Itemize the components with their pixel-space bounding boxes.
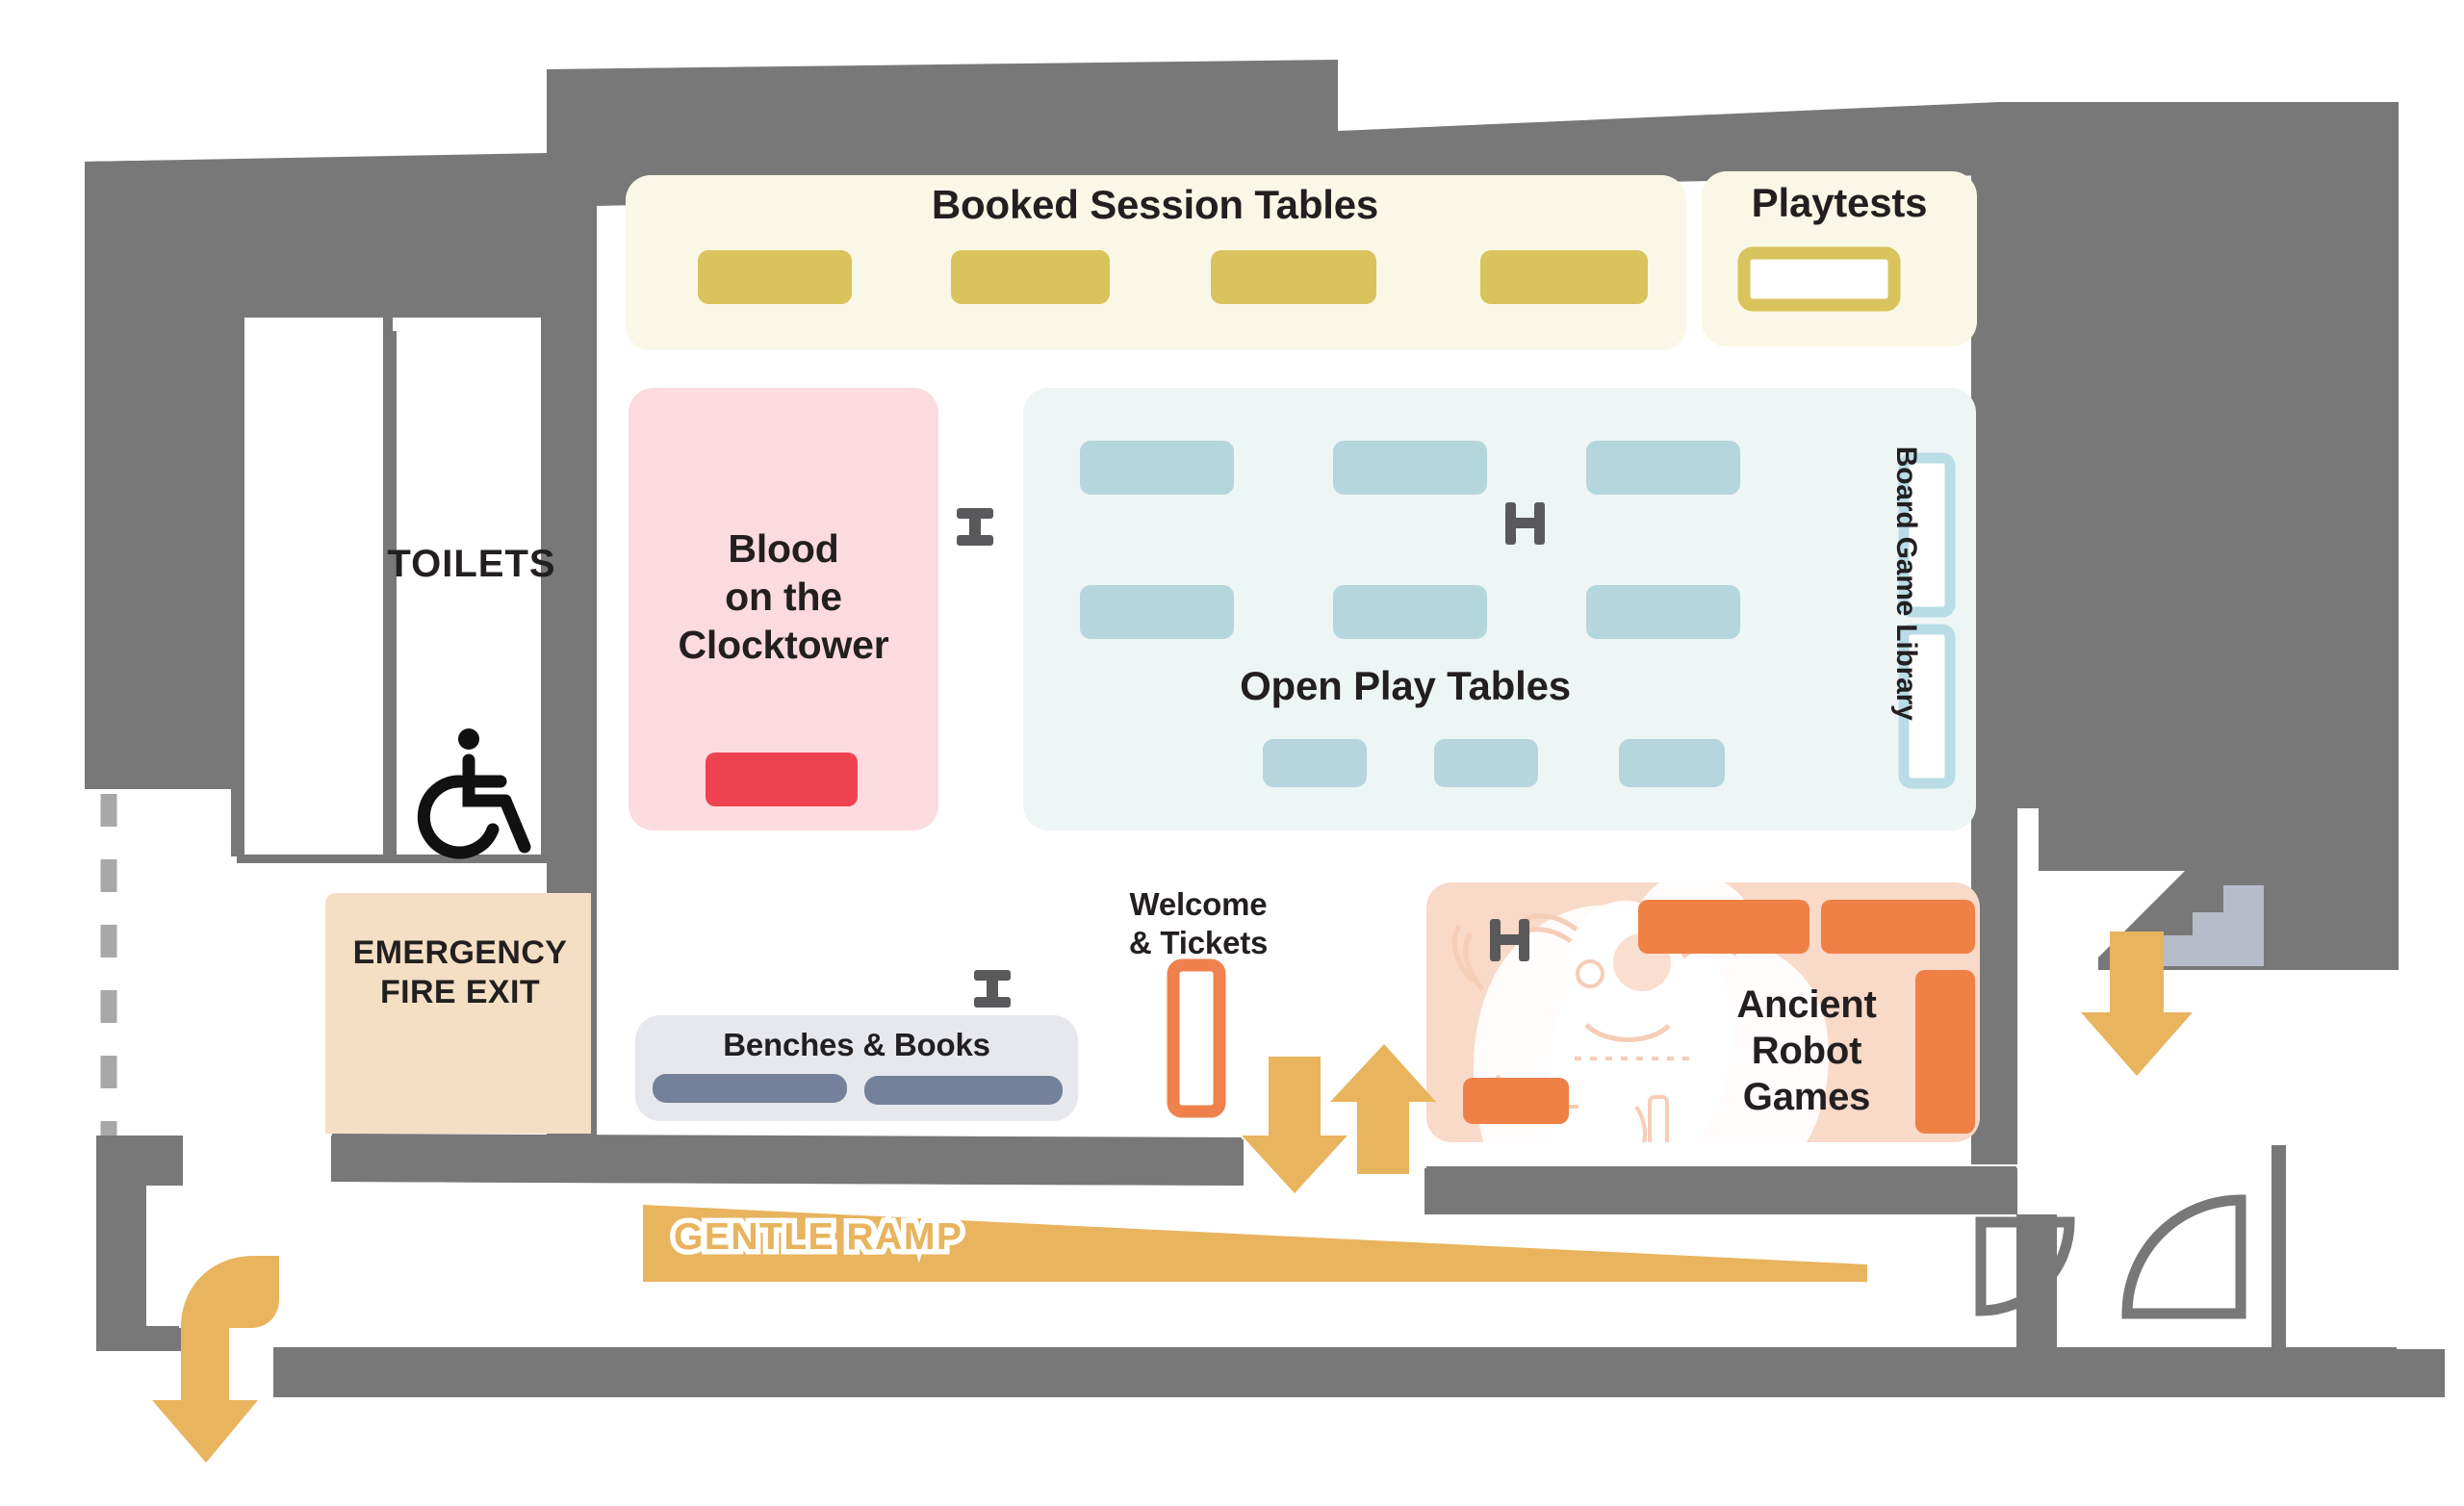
arrow-stairs-down bbox=[2081, 932, 2193, 1076]
open-play-table-8 bbox=[1434, 739, 1538, 787]
open-play-table-4 bbox=[1080, 585, 1234, 639]
playtests-zone bbox=[1702, 171, 1977, 346]
open-play-table-6 bbox=[1586, 585, 1740, 639]
clocktower-zone bbox=[629, 388, 938, 830]
pillar-h-openplay bbox=[1505, 502, 1545, 545]
pillar-h-robot bbox=[1490, 919, 1529, 961]
door-swing-left bbox=[1975, 1216, 2075, 1316]
robot-table-right bbox=[1915, 970, 1975, 1134]
robot-table-bottom-left bbox=[1463, 1078, 1569, 1124]
wall-outline-group bbox=[85, 60, 2445, 1397]
robot-games-zone bbox=[1426, 882, 1980, 1142]
door-swing-right bbox=[2121, 1194, 2246, 1319]
door-swings bbox=[1975, 1194, 2246, 1319]
arrow-entry-down bbox=[1242, 1057, 1348, 1193]
pillar-i-benches bbox=[974, 970, 1011, 1008]
gentle-ramp-label-fill: GENTLE RAMP bbox=[674, 1216, 1059, 1259]
pillar-markers bbox=[957, 502, 1545, 1008]
pillar-i-clocktower bbox=[957, 508, 993, 546]
flow-arrows bbox=[152, 932, 2193, 1463]
toilets-rooms bbox=[237, 318, 549, 863]
welcome-desk bbox=[1167, 958, 1226, 1118]
fire-exit-zone bbox=[325, 893, 591, 1134]
library-shelf-2 bbox=[1898, 624, 1956, 789]
benches-zone bbox=[635, 1015, 1078, 1121]
open-play-table-2 bbox=[1333, 441, 1487, 495]
open-play-table-5 bbox=[1333, 585, 1487, 639]
booked-table-1 bbox=[698, 250, 852, 304]
wheelchair-icon bbox=[417, 728, 531, 859]
stairs-icon bbox=[2164, 885, 2264, 966]
booked-table-4 bbox=[1480, 250, 1648, 304]
open-play-table-1 bbox=[1080, 441, 1234, 495]
booked-session-zone bbox=[626, 175, 1686, 350]
clocktower-storyteller-table bbox=[706, 753, 858, 806]
bench-right bbox=[864, 1076, 1063, 1105]
open-play-table-7 bbox=[1263, 739, 1367, 787]
open-play-table-9 bbox=[1619, 739, 1725, 787]
arrow-entry-up bbox=[1330, 1044, 1436, 1174]
robot-table-top-right bbox=[1821, 900, 1975, 954]
gentle-ramp-text-fill: GENTLE RAMP bbox=[674, 1216, 963, 1258]
library-shelf-1 bbox=[1898, 452, 1956, 618]
open-play-table-3 bbox=[1586, 441, 1740, 495]
arrow-exit-down-left bbox=[152, 1256, 279, 1463]
bench-left bbox=[653, 1074, 847, 1103]
booked-table-2 bbox=[951, 250, 1110, 304]
gentle-ramp bbox=[643, 1205, 1867, 1282]
open-play-zone bbox=[1023, 388, 1976, 830]
gentle-ramp-text: GENTLE RAMP bbox=[668, 1212, 966, 1264]
robot-table-top-left bbox=[1638, 900, 1810, 954]
gentle-ramp-label: GENTLE RAMP bbox=[668, 1212, 1059, 1264]
booked-table-3 bbox=[1211, 250, 1376, 304]
playtest-table-1 bbox=[1737, 246, 1901, 312]
